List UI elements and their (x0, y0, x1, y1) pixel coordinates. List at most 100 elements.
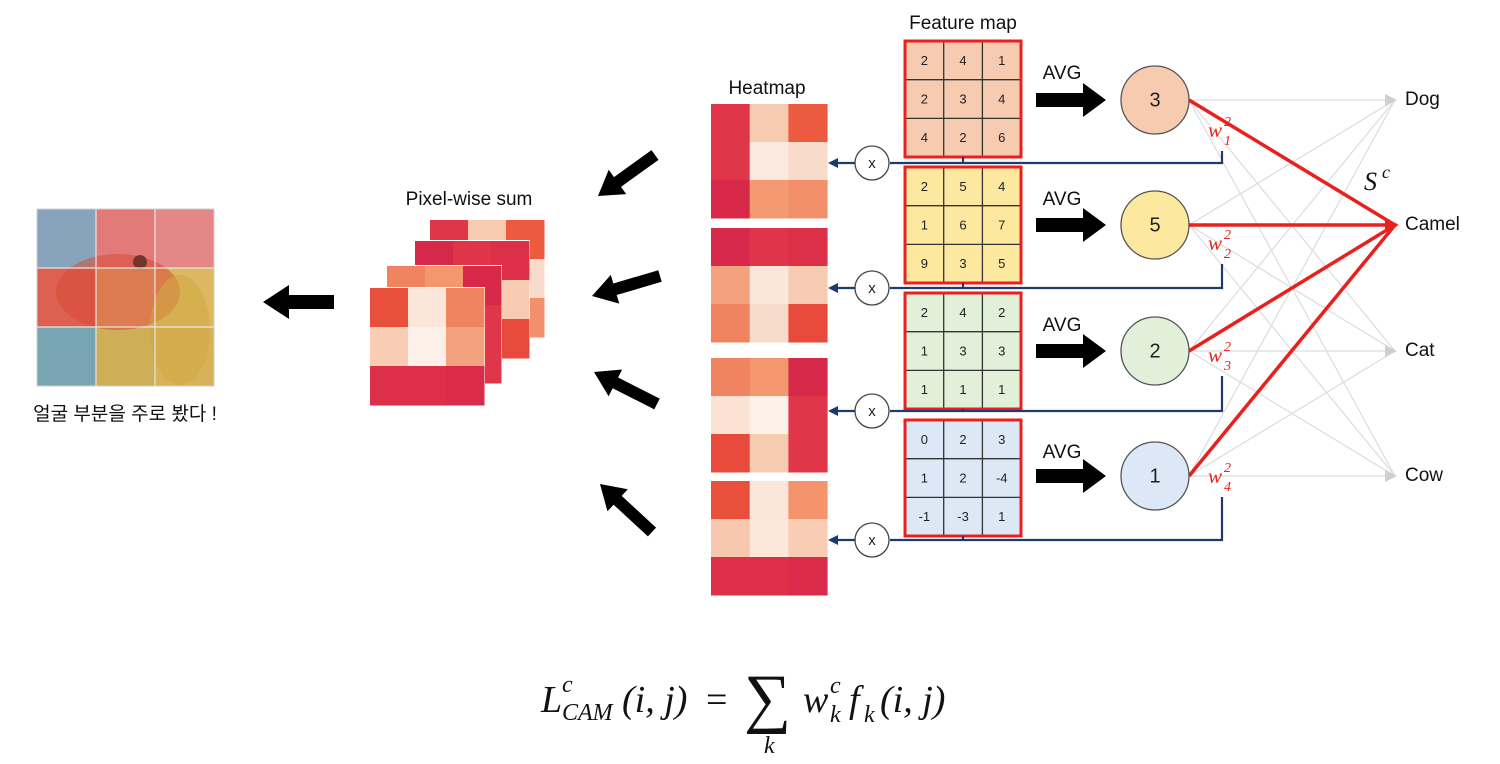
feature-cell: 6 (998, 130, 1005, 145)
sum-to-image-arrow (263, 285, 334, 319)
gap-node-value: 1 (1149, 465, 1160, 487)
feature-cell: 5 (998, 256, 1005, 271)
feature-cell: 2 (959, 432, 966, 447)
feature-cell: 2 (959, 130, 966, 145)
feature-cell: 4 (921, 130, 928, 145)
class-label-camel: Camel (1405, 214, 1460, 235)
gap-node-4 (1120, 441, 1190, 511)
gap-node-2 (1120, 190, 1190, 260)
feature-cell: 2 (921, 179, 928, 194)
avg-label: AVG (1043, 189, 1082, 210)
feature-cell: 2 (921, 53, 928, 68)
weight-superscript: 2 (1224, 115, 1231, 130)
feature-cell: 3 (998, 432, 1005, 447)
heatmap-cell (711, 396, 751, 435)
feature-cell: 4 (998, 91, 1005, 106)
class-label-cat: Cat (1405, 340, 1435, 361)
feature-cell: 2 (959, 470, 966, 485)
multiply-symbol: x (868, 532, 876, 549)
sum-cell (370, 288, 409, 328)
heatmap-cell (711, 358, 751, 397)
heatmap-cell (711, 557, 751, 596)
heatmap-cell (749, 396, 789, 435)
score-label: S c (1364, 162, 1390, 196)
multiply-symbol: x (868, 403, 876, 420)
network-connections (1187, 94, 1399, 482)
feature-cell: -4 (996, 470, 1008, 485)
feature-cell: 4 (959, 305, 966, 320)
weight-path (890, 151, 1224, 165)
feature-cell: -3 (957, 509, 969, 524)
heatmap-2 (711, 228, 828, 343)
heatmap-cell (711, 142, 751, 181)
heatmap-cell (788, 557, 828, 596)
weight-label-3: w (1208, 343, 1222, 367)
sum-cell (446, 327, 485, 367)
heatmap-cell (788, 228, 828, 267)
feature-cell: 1 (921, 343, 928, 358)
formula-feature-subscript: k (864, 702, 875, 728)
feature-cell: 1 (998, 53, 1005, 68)
weight-label-4: w (1208, 464, 1222, 488)
sum-cell (446, 288, 485, 328)
heatmap-cell (749, 519, 789, 558)
heatmap-cell (788, 519, 828, 558)
score-symbol: S (1364, 167, 1377, 196)
camel-eye-shape (133, 255, 147, 269)
feature-cell: 1 (998, 382, 1005, 397)
formula-sum-sign: ∑ (744, 662, 791, 735)
formula-feature-args: (i, j) (880, 679, 945, 721)
heatmap-cell (711, 304, 751, 343)
class-label-dog: Dog (1405, 89, 1440, 110)
heatmap-cell (711, 481, 751, 520)
heatmap-cell (711, 228, 751, 267)
feature-map-fill (905, 41, 1021, 157)
weight-path (890, 264, 1224, 290)
feature-cell: 4 (998, 179, 1005, 194)
heatmap-to-sum-arrow (592, 270, 662, 304)
feature-cell: 5 (959, 179, 966, 194)
pixel-wise-sum-label: Pixel-wise sum (406, 189, 533, 210)
weight-subscript: 3 (1223, 359, 1231, 374)
heatmap-3 (711, 358, 828, 473)
heatmap-to-sum-arrow (600, 484, 657, 537)
weight-label-1: w (1208, 118, 1222, 142)
sum-cell (408, 327, 447, 367)
feature-cell: 0 (921, 432, 928, 447)
avg-label: AVG (1043, 442, 1082, 463)
heatmap-cell (711, 519, 751, 558)
heatmap-cell (788, 481, 828, 520)
heatmap-cell (749, 557, 789, 596)
formula-lhs-superscript: c (562, 672, 573, 698)
gap-node-3 (1120, 316, 1190, 386)
caption-label: 얼굴 부분을 주로 봤다 ! (33, 403, 217, 425)
weight-subscript: 4 (1224, 480, 1231, 495)
avg-label: AVG (1043, 315, 1082, 336)
sum-cell (370, 366, 409, 406)
avg-arrow (1036, 208, 1106, 242)
feature-cell: 6 (959, 217, 966, 232)
weight-subscript: 1 (1224, 134, 1231, 149)
sum-cell (370, 327, 409, 367)
sum-cell (408, 366, 447, 406)
feature-cell: 1 (921, 382, 928, 397)
feature-cell: 1 (921, 470, 928, 485)
formula-lhs: L (540, 679, 562, 721)
heatmap-cell (749, 481, 789, 520)
camel-neck-shape (150, 275, 210, 385)
feature-cell: 2 (998, 305, 1005, 320)
feature-cell: 1 (998, 509, 1005, 524)
score-superscript: c (1382, 162, 1390, 182)
heatmap-to-sum-arrow (594, 369, 660, 410)
heatmap-cell (788, 396, 828, 435)
heatmap-cell (788, 142, 828, 181)
multiply-symbol: x (868, 280, 876, 297)
heatmap-cell (749, 104, 789, 143)
photo-cell (37, 209, 96, 268)
avg-label: AVG (1043, 63, 1082, 84)
heatmap-cell (711, 266, 751, 305)
heatmap-4 (711, 481, 828, 596)
